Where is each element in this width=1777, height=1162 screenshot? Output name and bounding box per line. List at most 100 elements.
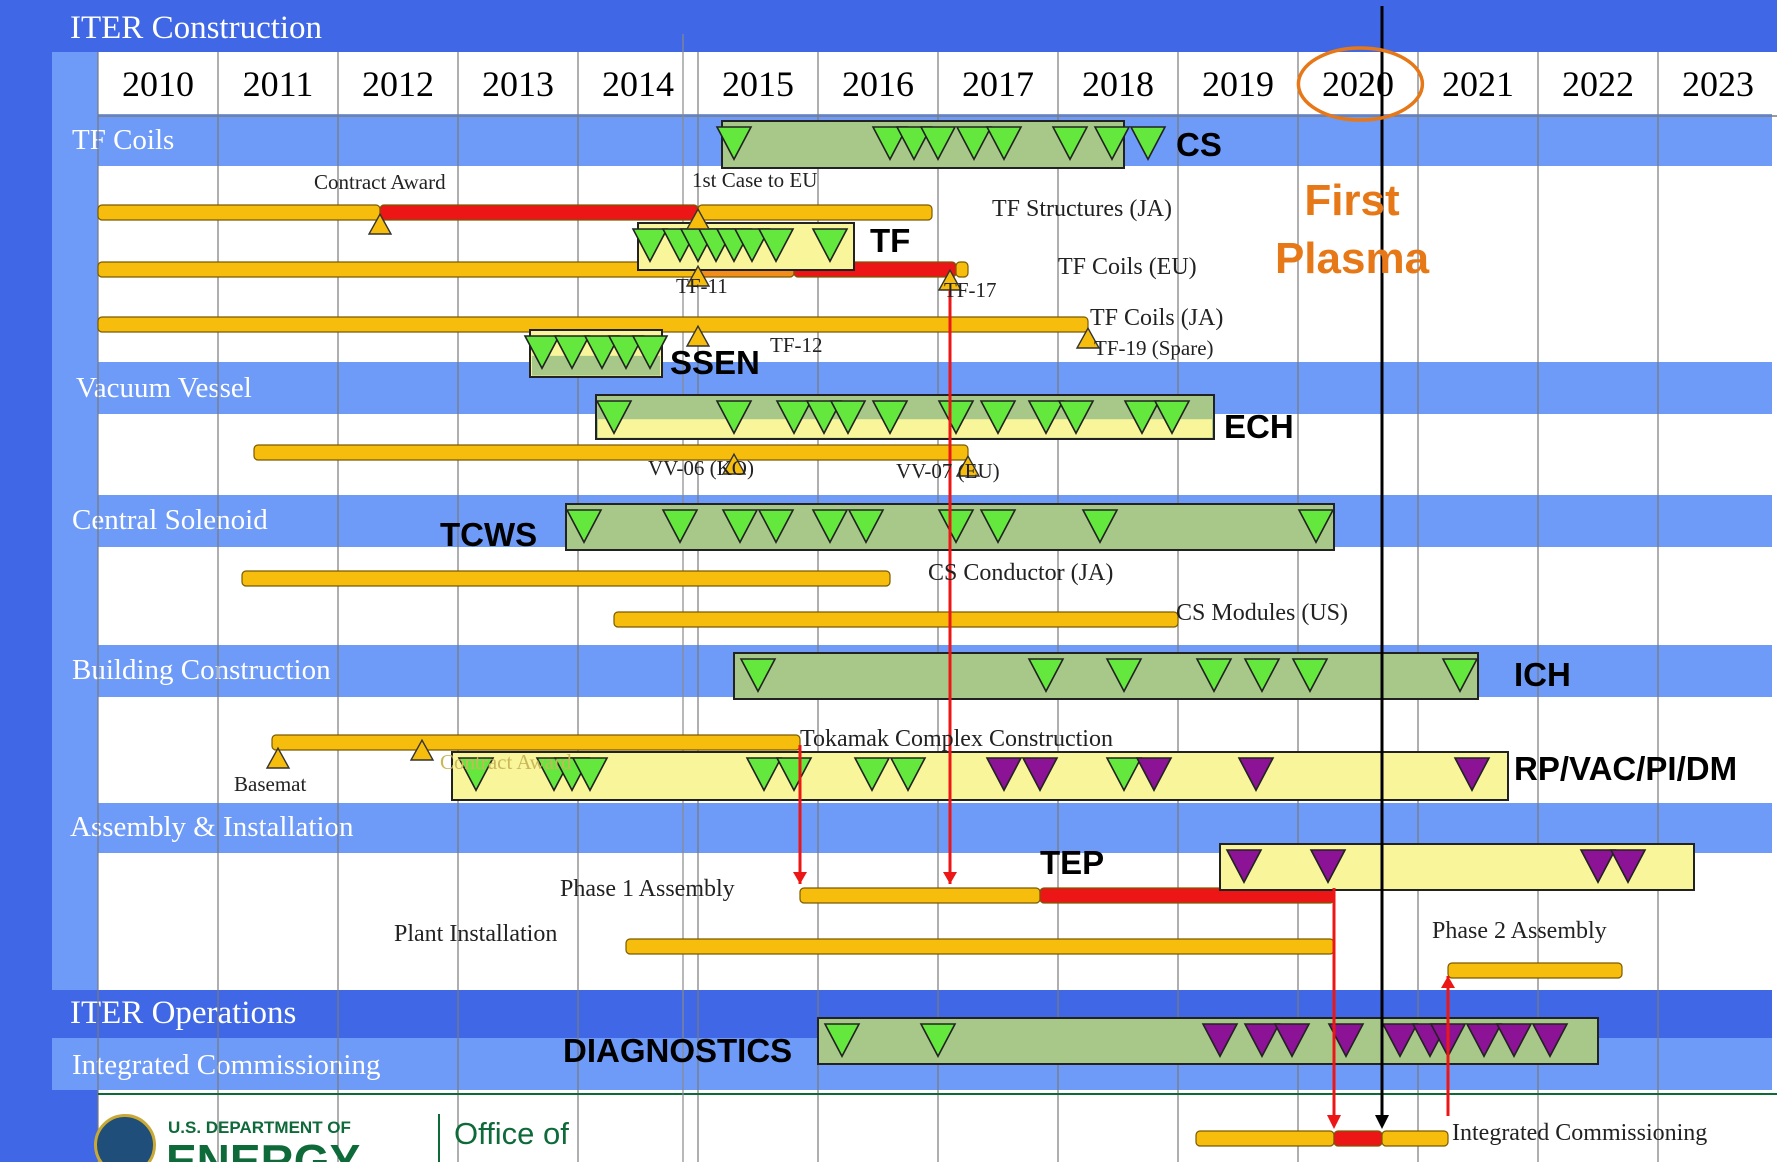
delivery-triangle bbox=[805, 400, 843, 436]
year-tick-2011: 2011 bbox=[242, 64, 314, 104]
doe-dept-line2: ENERGY bbox=[166, 1135, 361, 1162]
delivery-triangle bbox=[919, 126, 957, 162]
delivery-triangle bbox=[1081, 509, 1119, 545]
section-label-integrated-commissioning: Integrated Commissioning bbox=[72, 1049, 381, 1081]
delivery-triangle bbox=[1105, 757, 1143, 793]
delivery-triangle bbox=[775, 757, 813, 793]
delivery-triangle bbox=[1291, 658, 1329, 694]
delivery-triangle bbox=[1021, 757, 1059, 793]
milestone-triangle bbox=[685, 207, 711, 230]
package-box bbox=[451, 751, 1509, 801]
milestone-triangle bbox=[721, 452, 747, 475]
doe-divider bbox=[438, 1114, 440, 1162]
delivery-triangle bbox=[775, 400, 813, 436]
section-label-assembly-installation: Assembly & Installation bbox=[70, 811, 354, 843]
delivery-triangle bbox=[1027, 400, 1065, 436]
activity-label-cs-modules: CS Modules (US) bbox=[1176, 600, 1349, 626]
delivery-triangle bbox=[631, 228, 669, 264]
activity-bar-segment bbox=[799, 887, 1041, 904]
activity-label-cs-conductor: CS Conductor (JA) bbox=[928, 560, 1114, 586]
delivery-triangle bbox=[919, 1023, 957, 1059]
delivery-triangle bbox=[853, 757, 891, 793]
year-tick-2012: 2012 bbox=[362, 64, 434, 104]
milestone-triangle bbox=[955, 454, 981, 477]
delivery-triangle bbox=[757, 228, 795, 264]
milestone-label-contract-award-2: Contract Award bbox=[440, 750, 572, 774]
delivery-triangle bbox=[1465, 1023, 1503, 1059]
milestone-label-tf11: TF-11 bbox=[676, 274, 728, 298]
delivery-triangle bbox=[847, 509, 885, 545]
activity-label-tokamak-complex: Tokamak Complex Construction bbox=[800, 726, 1113, 752]
delivery-triangle bbox=[1309, 849, 1347, 885]
dependency-arrow-tf17-head bbox=[943, 872, 957, 884]
year-tick-2016: 2016 bbox=[842, 64, 914, 104]
delivery-triangle bbox=[1129, 126, 1167, 162]
milestone-triangle bbox=[367, 212, 393, 235]
activity-label-phase1-assembly: Phase 1 Assembly bbox=[560, 876, 735, 902]
delivery-triangle bbox=[571, 757, 609, 793]
delivery-triangle bbox=[1135, 757, 1173, 793]
section-label-central-solenoid: Central Solenoid bbox=[72, 504, 268, 536]
delivery-triangle bbox=[985, 126, 1023, 162]
delivery-triangle bbox=[1051, 126, 1089, 162]
year-tick-2018: 2018 bbox=[1082, 64, 1154, 104]
activity-bar-segment bbox=[271, 734, 801, 751]
delivery-triangle bbox=[889, 757, 927, 793]
delivery-triangle bbox=[823, 1023, 861, 1059]
activity-label-phase2-assembly: Phase 2 Assembly bbox=[1432, 918, 1607, 944]
delivery-triangle bbox=[757, 509, 795, 545]
delivery-triangle bbox=[985, 757, 1023, 793]
year-tick-2017: 2017 bbox=[962, 64, 1034, 104]
delivery-triangle bbox=[1201, 1023, 1239, 1059]
package-label-tcws: TCWS bbox=[440, 516, 538, 553]
activity-bar-segment bbox=[97, 204, 381, 221]
delivery-triangle bbox=[721, 509, 759, 545]
activity-bar-segment bbox=[379, 204, 699, 221]
delivery-triangle bbox=[1057, 400, 1095, 436]
activity-label-integrated-commissioning: Integrated Commissioning bbox=[1452, 1120, 1708, 1146]
delivery-triangle bbox=[871, 400, 909, 436]
delivery-triangle bbox=[1327, 1023, 1365, 1059]
delivery-triangle bbox=[523, 335, 561, 371]
activity-bar-segment bbox=[253, 444, 969, 461]
delivery-triangle bbox=[583, 335, 621, 371]
delivery-triangle bbox=[1579, 849, 1617, 885]
dependency-arrow-phase2-head bbox=[1441, 976, 1455, 988]
delivery-triangle bbox=[1123, 400, 1161, 436]
delivery-triangle bbox=[1297, 509, 1335, 545]
delivery-triangle bbox=[661, 509, 699, 545]
package-label-tf: TF bbox=[870, 222, 911, 259]
milestone-label-first-case: 1st Case to EU bbox=[692, 168, 818, 192]
activity-bar-segment bbox=[613, 611, 1179, 628]
milestone-label-contract-award: Contract Award bbox=[314, 170, 446, 194]
year-tick-2019: 2019 bbox=[1202, 64, 1274, 104]
milestone-label-vv07: VV-07 (EU) bbox=[896, 459, 1000, 483]
activity-bar-segment bbox=[697, 204, 933, 221]
milestone-triangle bbox=[685, 264, 711, 287]
package-box-shade bbox=[532, 355, 660, 376]
package-label-ich: ICH bbox=[1514, 656, 1571, 693]
year-tick-2021: 2021 bbox=[1442, 64, 1514, 104]
delivery-triangle bbox=[937, 400, 975, 436]
year-tick-2010: 2010 bbox=[122, 64, 194, 104]
delivery-triangle bbox=[715, 400, 753, 436]
delivery-triangle bbox=[979, 400, 1017, 436]
delivery-triangle bbox=[595, 400, 633, 436]
delivery-triangle bbox=[1105, 658, 1143, 694]
package-label-tep: TEP bbox=[1040, 844, 1105, 881]
activity-bar-segment bbox=[625, 938, 1335, 955]
year-tick-2015: 2015 bbox=[722, 64, 794, 104]
delivery-triangle bbox=[1225, 849, 1263, 885]
delivery-triangle bbox=[745, 757, 783, 793]
year-tick-2013: 2013 bbox=[482, 64, 554, 104]
activity-label-plant-installation: Plant Installation bbox=[394, 921, 558, 947]
first-plasma-line2: Plasma bbox=[1274, 234, 1430, 283]
delivery-triangle bbox=[715, 126, 753, 162]
delivery-triangle bbox=[739, 658, 777, 694]
delivery-triangle bbox=[631, 335, 669, 371]
delivery-triangle bbox=[1441, 658, 1479, 694]
delivery-triangle bbox=[1237, 757, 1275, 793]
milestone-label-tf17: TF-17 bbox=[944, 278, 997, 302]
delivery-triangle bbox=[1153, 400, 1191, 436]
delivery-triangle bbox=[1453, 757, 1491, 793]
